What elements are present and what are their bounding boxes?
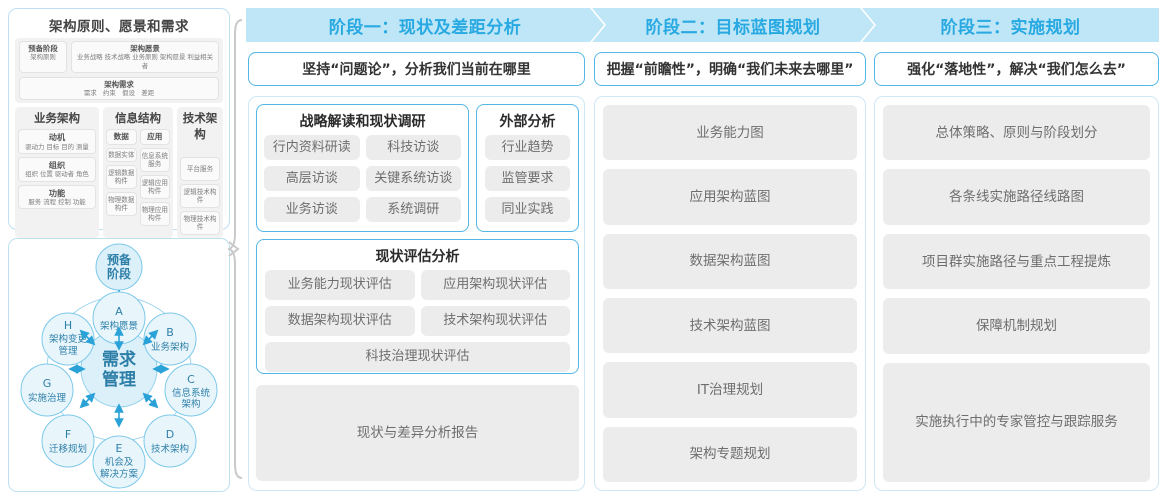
phase-3-subtitle-text: 强化“落地性”，解决“我们怎么去” xyxy=(907,62,1126,78)
svg-text:需求: 需求 xyxy=(102,349,136,370)
phase-1-panel: 战略解读和现状调研 行内资料研读 科技访谈 高层访谈 关键系统访谈 业务访谈 系… xyxy=(248,96,585,491)
phase-3-panel: 总体策略、原则与阶段划分 各条线实施路径线路图 项目群实施路径与重点工程提炼 保… xyxy=(874,96,1159,491)
phase-2-subtitle-text: 把握“前瞻性”，明确“我们未来去哪里” xyxy=(606,62,854,78)
svg-text:实施治理: 实施治理 xyxy=(28,392,67,404)
togaf-item-motivation: 动机 驱动力 目标 目的 测量 xyxy=(18,129,96,155)
adm-cycle-card: 预备 阶段 需求 管理 xyxy=(8,238,230,492)
togaf-box-requirements-head: 架构需求 xyxy=(104,79,134,89)
togaf-box-prep-sub: 架构原则 xyxy=(30,53,56,62)
svg-text:G: G xyxy=(43,377,52,390)
group-strategy-research: 战略解读和现状调研 行内资料研读 科技访谈 高层访谈 关键系统访谈 业务访谈 系… xyxy=(256,104,469,232)
svg-text:预备: 预备 xyxy=(107,252,132,267)
togaf-title: 架构原则、愿景和需求 xyxy=(49,19,189,35)
chip-item[interactable]: 保障机制规划 xyxy=(883,298,1150,354)
svg-text:阶段: 阶段 xyxy=(107,266,132,281)
chip-item[interactable]: 应用架构蓝图 xyxy=(603,169,857,225)
phase-2-panel: 业务能力图 应用架构蓝图 数据架构蓝图 技术架构蓝图 IT治理规划 架构专题规划 xyxy=(594,96,866,491)
adm-cycle-diagram: 预备 阶段 需求 管理 xyxy=(20,243,218,489)
togaf-item-function: 功能 服务 流程 控制 功能 xyxy=(18,184,96,210)
togaf-content-framework-card: 架构原则、愿景和需求 预备阶段 架构原则 架构愿景 业务战略 技术战略 业务原则… xyxy=(8,8,230,282)
phase-header-1: 阶段一：现状及差距分析 xyxy=(246,8,604,42)
phase-1-subtitle-text: 坚持“问题论”，分析我们当前在哪里 xyxy=(302,62,531,78)
chip-item[interactable]: 科技治理现状评估 xyxy=(265,342,570,372)
svg-text:技术架构: 技术架构 xyxy=(151,443,189,455)
chip-item[interactable]: 行内资料研读 xyxy=(264,135,360,160)
svg-text:C: C xyxy=(187,373,195,386)
togaf-box-vision-head: 架构愿景 xyxy=(130,44,160,53)
chip-item[interactable]: 实施执行中的专家管控与跟踪服务 xyxy=(883,362,1150,483)
phase-3-subtitle: 强化“落地性”，解决“我们怎么去” xyxy=(874,52,1159,86)
chip-item[interactable]: 总体策略、原则与阶段划分 xyxy=(883,105,1150,161)
chip-item[interactable]: 技术架构蓝图 xyxy=(603,297,857,354)
chip-item[interactable]: 同业实践 xyxy=(485,197,570,222)
chip-item[interactable]: 行业趋势 xyxy=(485,135,570,160)
togaf-pane-business-title: 业务架构 xyxy=(34,111,80,126)
togaf-pane-technology: 技术架构 平台服务 逻辑技术构件 物理技术构件 xyxy=(177,107,223,239)
chip-item[interactable]: 技术架构现状评估 xyxy=(420,306,570,336)
svg-text:解决方案: 解决方案 xyxy=(100,468,139,480)
togaf-box-vision: 架构愿景 业务战略 技术战略 业务原则 架构愿景 利益相关者 xyxy=(71,41,219,73)
chip-item[interactable]: IT治理规划 xyxy=(603,362,857,418)
phase-1-report-chip[interactable]: 现状与差异分析报告 xyxy=(256,385,579,481)
phase-header-3-band xyxy=(862,8,1159,42)
phase-header-2-band xyxy=(592,8,874,42)
svg-text:业务架构: 业务架构 xyxy=(151,341,189,353)
group-external-analysis-title: 外部分析 xyxy=(499,114,556,130)
svg-text:架构愿景: 架构愿景 xyxy=(100,320,138,332)
svg-text:机会及: 机会及 xyxy=(105,456,134,468)
phase-2-subtitle: 把握“前瞻性”，明确“我们未来去哪里” xyxy=(594,52,866,86)
togaf-box-requirements-sub: 需求 约束 假设 差距 xyxy=(83,89,155,98)
svg-text:管理: 管理 xyxy=(58,345,78,357)
togaf-box-prep-head: 预备阶段 xyxy=(28,44,58,53)
phase-1-subtitle: 坚持“问题论”，分析我们当前在哪里 xyxy=(248,52,585,86)
togaf-pane-information-title: 信息结构 xyxy=(115,111,161,126)
group-current-state-assessment: 现状评估分析 业务能力现状评估 应用架构现状评估 数据架构现状评估 技术架构现状… xyxy=(256,239,579,374)
chip-item[interactable]: 系统调研 xyxy=(365,197,461,222)
svg-text:管理: 管理 xyxy=(102,369,136,390)
togaf-pane-business: 业务架构 动机 驱动力 目标 目的 测量 组织 组织 位置 驱动者 角色 功能 xyxy=(15,107,99,239)
phase-header-1-band xyxy=(246,8,604,42)
togaf-item-organization: 组织 组织 位置 驱动者 角色 xyxy=(18,157,96,182)
brace-connector xyxy=(225,18,250,480)
chip-item[interactable]: 关键系统访谈 xyxy=(365,166,461,191)
phase-header-2-text: 阶段二：目标蓝图规划 xyxy=(645,17,821,38)
togaf-mid-panes: 业务架构 动机 驱动力 目标 目的 测量 组织 组织 位置 驱动者 角色 功能 xyxy=(15,107,223,239)
svg-text:B: B xyxy=(166,326,174,339)
svg-text:D: D xyxy=(166,428,174,441)
svg-text:架构: 架构 xyxy=(181,398,200,410)
group-strategy-research-title: 战略解读和现状调研 xyxy=(299,114,426,130)
phase-header-3: 阶段三：实施规划 xyxy=(862,8,1159,42)
chip-item[interactable]: 业务能力图 xyxy=(603,105,857,161)
svg-text:迁移规划: 迁移规划 xyxy=(49,443,87,455)
chip-item[interactable]: 数据架构现状评估 xyxy=(265,306,415,336)
chip-item[interactable]: 应用架构现状评估 xyxy=(420,270,570,300)
chip-item[interactable]: 业务能力现状评估 xyxy=(265,270,415,300)
svg-text:A: A xyxy=(115,305,123,318)
togaf-band-vision: 预备阶段 架构原则 架构愿景 业务战略 技术战略 业务原则 架构愿景 利益相关者… xyxy=(15,38,223,104)
phase-header-1-text: 阶段一：现状及差距分析 xyxy=(328,17,522,38)
svg-text:F: F xyxy=(65,428,71,441)
svg-text:H: H xyxy=(64,319,72,332)
svg-text:架构变更: 架构变更 xyxy=(49,333,88,345)
chip-item[interactable]: 业务访谈 xyxy=(264,197,360,222)
chip-item[interactable]: 各条线实施路径线路图 xyxy=(883,169,1150,225)
group-current-state-assessment-title: 现状评估分析 xyxy=(375,249,460,265)
svg-text:信息系统: 信息系统 xyxy=(172,387,211,399)
togaf-box-requirements: 架构需求 需求 约束 假设 差距 xyxy=(19,76,219,101)
group-external-analysis: 外部分析 行业趋势 监管要求 同业实践 xyxy=(476,104,579,232)
svg-text:E: E xyxy=(116,442,123,455)
phase-header-2: 阶段二：目标蓝图规划 xyxy=(592,8,874,42)
chip-item[interactable]: 架构专题规划 xyxy=(603,426,857,482)
chip-item[interactable]: 高层访谈 xyxy=(264,166,360,191)
chip-item[interactable]: 科技访谈 xyxy=(365,135,461,160)
left-column: 架构原则、愿景和需求 预备阶段 架构原则 架构愿景 业务战略 技术战略 业务原则… xyxy=(8,8,230,492)
chip-item[interactable]: 监管要求 xyxy=(485,166,570,191)
togaf-pane-information: 信息结构 数据 数据实体 逻辑数据构件 物理数据构件 应用 信息系统服务 逻辑应… xyxy=(103,107,173,239)
phase-header-3-text: 阶段三：实施规划 xyxy=(940,17,1081,38)
chip-item[interactable]: 项目群实施路径与重点工程提炼 xyxy=(883,233,1150,290)
togaf-pane-technology-title: 技术架构 xyxy=(182,111,218,142)
chip-item[interactable]: 数据架构蓝图 xyxy=(603,233,857,289)
togaf-box-vision-sub: 业务战略 技术战略 业务原则 架构愿景 利益相关者 xyxy=(77,53,213,70)
togaf-box-prep: 预备阶段 架构原则 xyxy=(19,41,67,73)
